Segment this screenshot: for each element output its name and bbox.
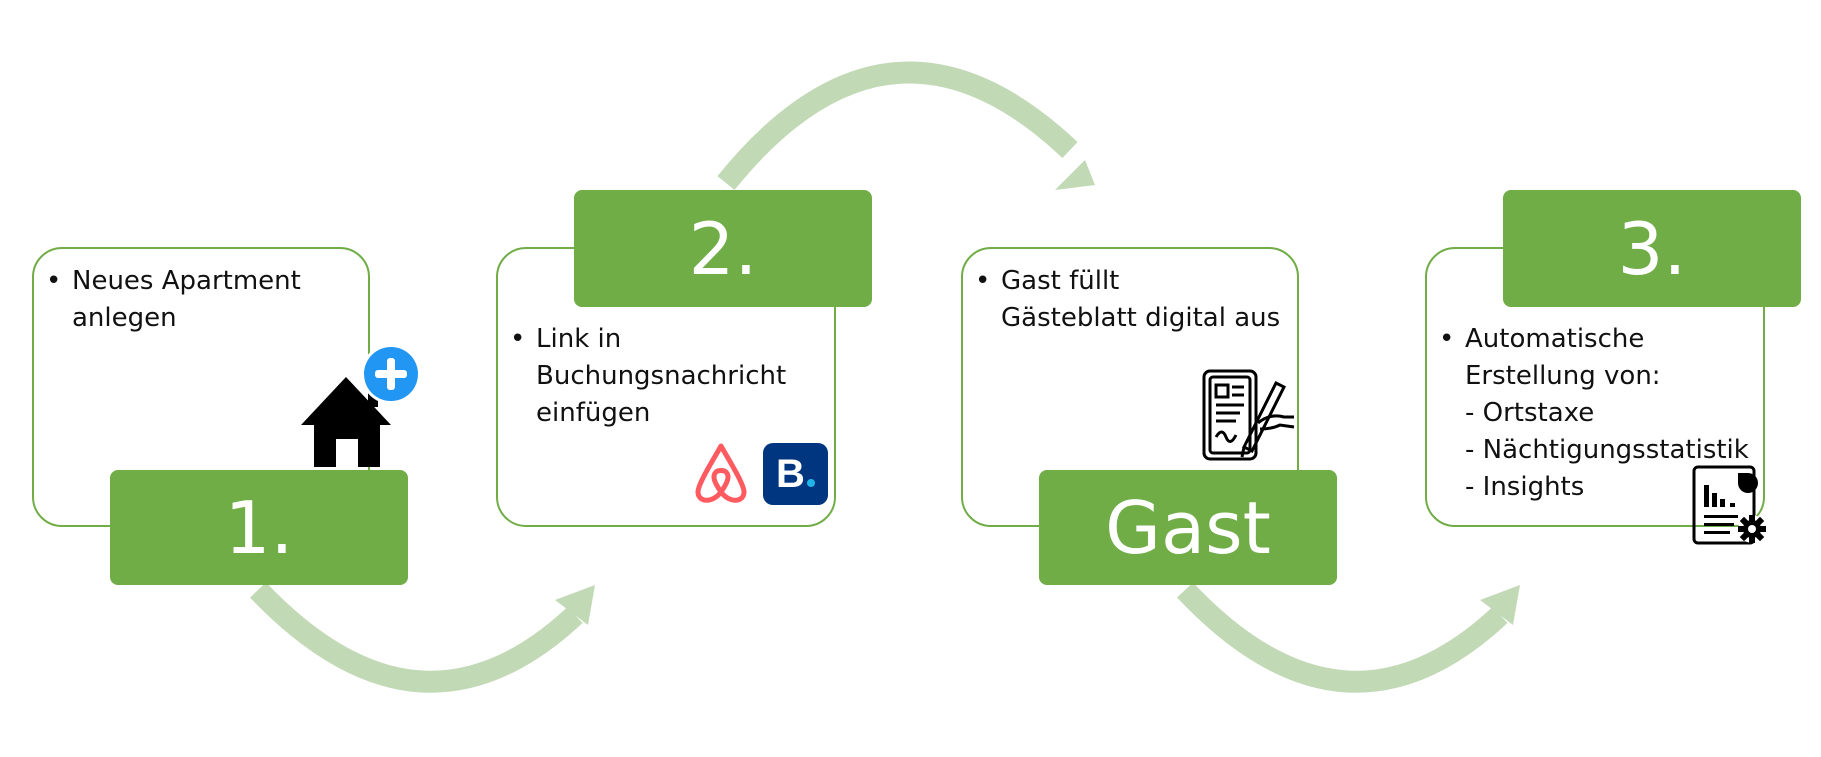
plus-icon [361, 344, 421, 404]
step-3-sub-item: - Nächtigungsstatistik [1465, 435, 1749, 465]
booking-logo-icon: B [763, 443, 828, 505]
step-gast-label: Gast [1039, 470, 1337, 585]
airbnb-logo-icon [695, 443, 747, 503]
report-settings-icon [1692, 465, 1766, 545]
arrow-head-3 [1480, 585, 1520, 625]
arrow-2-to-gast [717, 61, 1078, 190]
arrow-1-to-2 [250, 582, 583, 693]
arrow-head-1 [555, 585, 595, 625]
step-3-sub-item: - Insights [1465, 472, 1585, 502]
step-3-sub-item: - Ortstaxe [1465, 398, 1595, 428]
booking-logo-dot [806, 479, 815, 487]
step-1-label: 1. [110, 470, 408, 585]
arrow-head-2 [1055, 160, 1095, 190]
signing-document-icon [1202, 369, 1295, 461]
gear-icon [1738, 515, 1766, 543]
step-3-label: 3. [1503, 190, 1801, 307]
arrow-gast-to-3 [1176, 582, 1508, 693]
house-plus-icon [301, 344, 421, 467]
booking-logo-letter: B [776, 452, 805, 496]
step-2-label: 2. [574, 190, 872, 307]
